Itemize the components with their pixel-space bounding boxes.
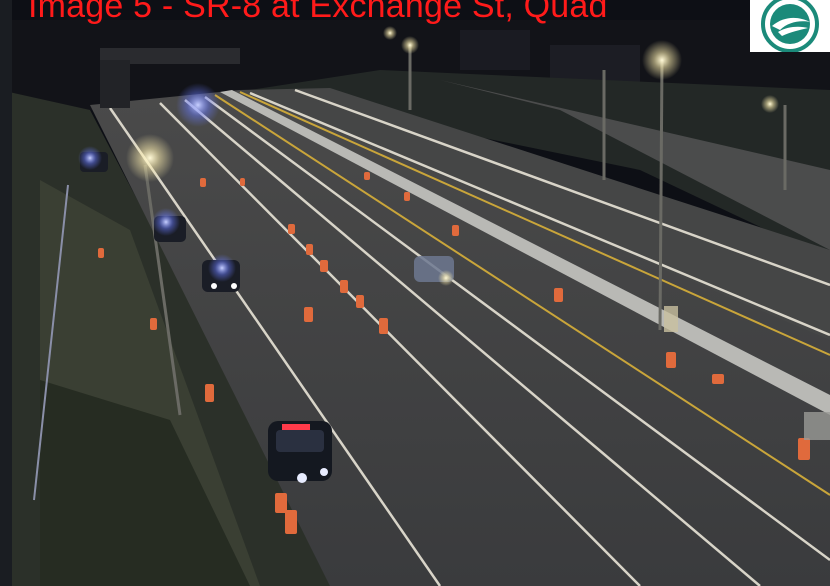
vegetation-dark (40, 380, 250, 586)
street-light-glow (642, 40, 682, 80)
street-light-glow (126, 134, 174, 182)
traffic-barrel-icon (98, 172, 810, 534)
median-barrier (220, 90, 830, 415)
image-border (0, 0, 12, 586)
police-car-icon (78, 146, 108, 172)
street-light-glow (383, 26, 397, 40)
work-equipment (804, 412, 830, 440)
fence (33, 184, 69, 501)
police-car-icon (152, 208, 186, 242)
right-frontage-road (440, 80, 830, 250)
overpass-pier (100, 60, 130, 108)
building (460, 30, 530, 70)
police-car-icon (268, 421, 332, 483)
far-light-blue (176, 83, 220, 127)
street-light-glow (761, 95, 779, 113)
car-icon (414, 256, 454, 286)
camera-caption: Image 5 - SR-8 at Exchange St, Quad (28, 0, 608, 25)
odot-logo (750, 0, 830, 53)
center-lines (214, 91, 830, 496)
street-light-glow (401, 36, 419, 54)
overpass-structure (100, 48, 240, 64)
work-equipment (664, 306, 678, 332)
police-car-icon (202, 254, 240, 292)
odot-swoosh-icon (761, 0, 819, 53)
street-light-icon (143, 45, 787, 416)
